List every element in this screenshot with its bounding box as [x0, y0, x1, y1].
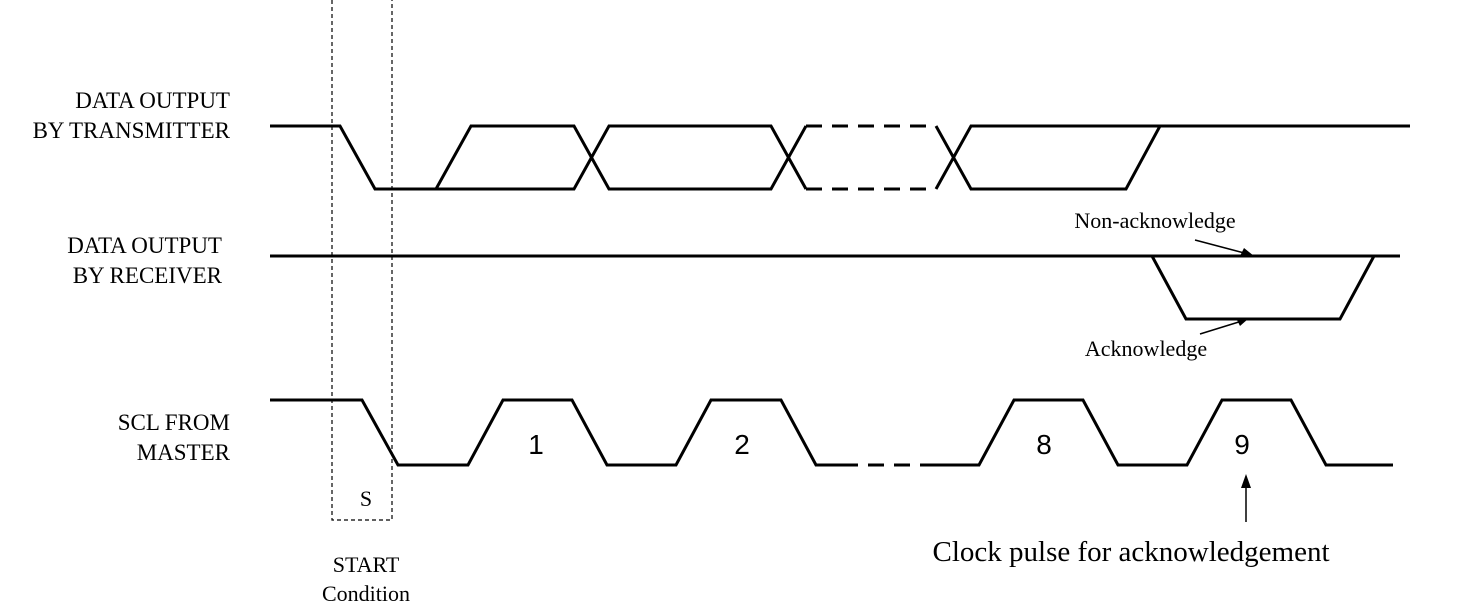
clock-pulse-label-1: 1: [528, 429, 544, 460]
acknowledge-arrow-line: [1199, 320, 1243, 335]
receiver-waveform: [270, 254, 1400, 321]
start-marker-s: S: [360, 486, 372, 511]
receiver-label-line1: DATA OUTPUT: [67, 233, 222, 258]
clock-pulse-label-9: 9: [1234, 429, 1250, 460]
receiver-acknowledge-low: [1150, 255, 1376, 321]
non-acknowledge-arrow-line: [1194, 239, 1249, 255]
transmitter-bit-1-bottom: [436, 124, 808, 191]
transmitter-label-line2: BY TRANSMITTER: [33, 118, 231, 143]
acknowledge-label: Acknowledge: [1085, 336, 1207, 361]
scl-label-line2: MASTER: [137, 440, 231, 465]
start-condition-box: [331, 0, 393, 521]
start-label-line2: Condition: [322, 581, 410, 605]
clock-pulse-ack-caption: Clock pulse for acknowledgement: [932, 536, 1329, 568]
transmitter-waveform: [270, 124, 1410, 191]
transmitter-start-fall: [270, 124, 436, 191]
scl-label-line1: SCL FROM: [118, 410, 230, 435]
scl-waveform: [270, 398, 1393, 467]
clock-pulse-label-8: 8: [1036, 429, 1052, 460]
transmitter-label-line1: DATA OUTPUT: [75, 88, 230, 113]
transmitter-bit-8-bottom: [934, 124, 1160, 190]
acknowledge-arrowhead: [1236, 318, 1248, 326]
clock-pulse-label-2: 2: [734, 429, 750, 460]
scl-pulses-1-2: [270, 398, 842, 467]
receiver-label-line2: BY RECEIVER: [73, 263, 223, 288]
clock-pulse-ack-arrowhead: [1241, 474, 1251, 488]
scl-pulses-8-9: [935, 398, 1393, 467]
start-label-line1: START: [333, 552, 400, 577]
non-acknowledge-label: Non-acknowledge: [1074, 208, 1235, 233]
transmitter-bit-8-top: [934, 124, 1410, 191]
transmitter-bit-1-top: [434, 124, 808, 191]
non-acknowledge-arrowhead: [1240, 248, 1254, 256]
